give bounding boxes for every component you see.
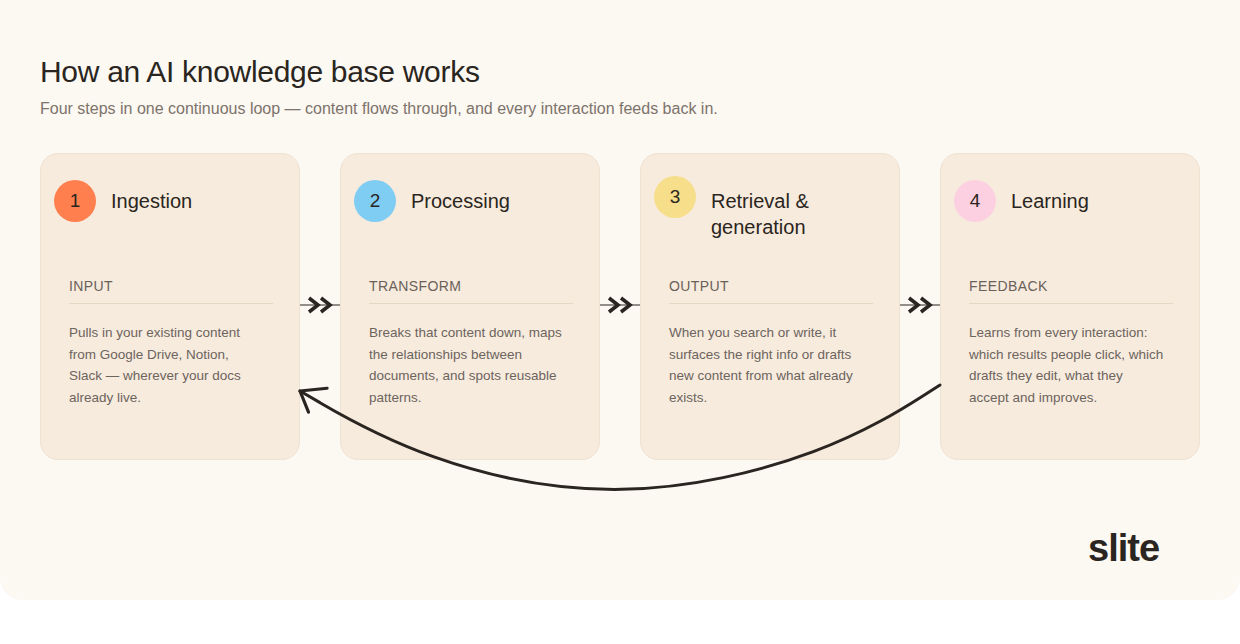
step-card: ProcessingTRANSFORM Breaks that content d…	[340, 153, 600, 460]
step-chevron-arrow	[600, 305, 640, 306]
step-chevron-arrow	[900, 305, 940, 306]
step-number-circle: 4	[954, 180, 996, 222]
feedback-loop-arrow	[300, 385, 940, 489]
step-heading: Ingestion	[111, 188, 261, 214]
brand-logo: slite	[1088, 527, 1159, 570]
step-heading: Processing	[411, 188, 561, 214]
step-section-label: FEEDBACK	[969, 278, 1173, 304]
step-description: When you search or write, it surfaces th…	[669, 322, 865, 408]
step-section-label: TRANSFORM	[369, 278, 573, 304]
step-heading: Learning	[1011, 188, 1161, 214]
diagram-title: How an AI knowledge base works	[40, 55, 480, 89]
step-heading: Retrieval & generation	[711, 188, 861, 240]
step-number: 1	[70, 190, 81, 212]
step-card: Retrieval & generationOUTPUT When you sea…	[640, 153, 900, 460]
step-section-label: INPUT	[69, 278, 273, 304]
step-number: 2	[370, 190, 381, 212]
step-number: 3	[670, 186, 681, 208]
step-number-circle: 3	[654, 176, 696, 218]
step-section-label: OUTPUT	[669, 278, 873, 304]
step-chevron-arrow	[300, 305, 340, 306]
step-description: Learns from every interaction: which res…	[969, 322, 1165, 408]
step-card: IngestionINPUT Pulls in your existing con…	[40, 153, 300, 460]
diagram-caption: Four steps in one continuous loop — cont…	[40, 100, 718, 118]
step-description: Breaks that content down, maps the relat…	[369, 322, 565, 408]
step-card: LearningFEEDBACK Learns from every intera…	[940, 153, 1200, 460]
step-number-circle: 1	[54, 180, 96, 222]
step-number-circle: 2	[354, 180, 396, 222]
step-description: Pulls in your existing content from Goog…	[69, 322, 265, 408]
step-number: 4	[970, 190, 981, 212]
